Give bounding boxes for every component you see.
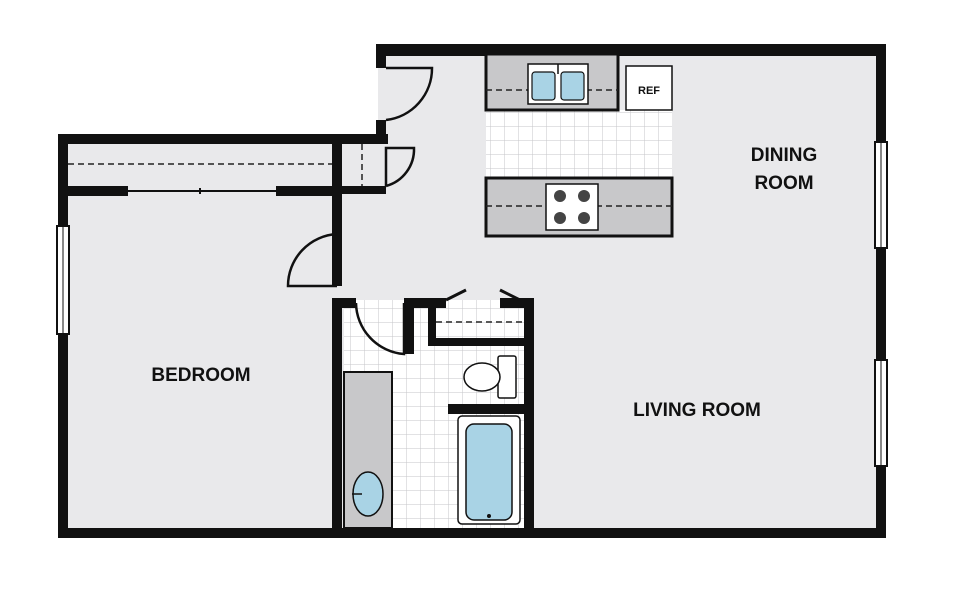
bathtub [457, 415, 521, 525]
label-living-room: LIVING ROOM [633, 400, 761, 421]
wall-linen-left [428, 298, 436, 346]
wall-linen-bottom [428, 338, 534, 346]
bedroom-closet [68, 163, 332, 194]
label-dining-line2: ROOM [754, 173, 813, 194]
bedroom-door [286, 232, 338, 288]
kitchen-tile-floor [486, 110, 672, 180]
wall-entry-lower [376, 120, 386, 144]
entry-door [385, 66, 434, 122]
linen-closet [436, 288, 524, 323]
refrigerator-label: REF [638, 85, 660, 97]
floor-bedroom [60, 136, 340, 536]
label-bedroom: BEDROOM [151, 365, 250, 386]
wall-tub-top [448, 404, 532, 414]
wall-bedroom-closet-header [68, 186, 128, 196]
wall-top-bedroom [58, 134, 388, 144]
wall-bath-right [524, 298, 534, 538]
wall-top-main [376, 44, 886, 56]
label-dining-line1: DINING [751, 145, 818, 166]
refrigerator: REF [625, 65, 673, 111]
kitchen-counter-upper [484, 52, 620, 112]
bathroom-door [354, 302, 406, 356]
wall-hall-closet-left [332, 144, 342, 196]
wall-bath-top-left [332, 298, 356, 308]
wall-bath-inner-v [404, 298, 414, 354]
range [545, 183, 599, 231]
wall-entry-upper [376, 44, 386, 68]
bathroom-vanity [343, 371, 393, 529]
room-labels: DINING ROOM LIVING ROOM BEDROOM [151, 145, 817, 421]
wall-bottom [58, 528, 886, 538]
wall-right [876, 44, 886, 538]
windows [56, 141, 888, 467]
wall-bedroom-right-upper [332, 134, 342, 286]
wall-bath-top-right-2 [500, 298, 534, 308]
wall-left [58, 134, 68, 538]
toilet [463, 355, 517, 399]
wall-bedroom-closet-header-2 [276, 186, 342, 196]
hall-closet [361, 144, 416, 188]
walls [58, 44, 886, 538]
wall-bath-top-right [404, 298, 446, 308]
wall-hall-closet-bottom [342, 186, 386, 194]
kitchen-counter-lower [484, 176, 674, 238]
wall-bedroom-right-lower [332, 298, 342, 538]
